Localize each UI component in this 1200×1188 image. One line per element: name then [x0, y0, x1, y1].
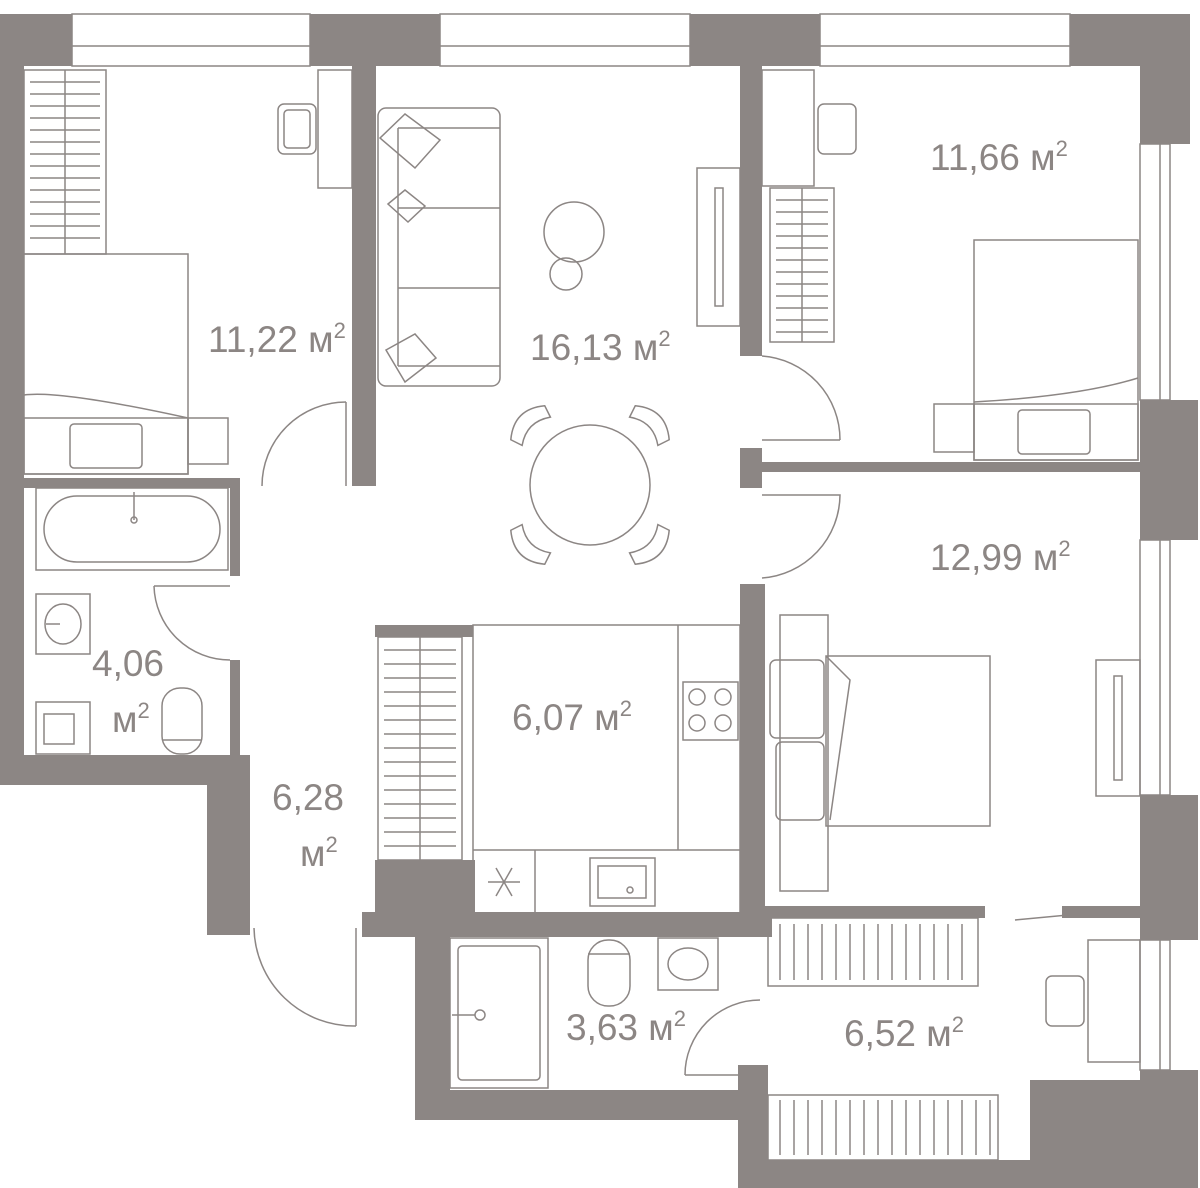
- area-label-kitchen: 6,07 м2: [512, 696, 632, 738]
- area-label-bathroom-small: 3,63 м2: [566, 1006, 686, 1048]
- area-label-living: 16,13 м2: [530, 326, 671, 368]
- room-labels: 11,22 м2 16,13 м2 11,66 м2 12,99 м2 4,06…: [92, 136, 1071, 1054]
- dining-chair: [628, 405, 670, 447]
- dining-chair: [628, 523, 670, 565]
- windows: [71, 13, 1171, 1071]
- area-label-hallway: 6,28: [272, 777, 344, 818]
- dining-chair: [510, 405, 552, 447]
- living-room-furniture: [377, 107, 741, 565]
- snowflake-icon: [488, 867, 520, 897]
- study-furniture: [767, 917, 1141, 1161]
- area-label-bedroom-right-top: 11,66 м2: [930, 136, 1068, 178]
- area-label-bathroom-left-unit: м2: [112, 698, 150, 740]
- dining-chair: [510, 523, 552, 565]
- area-label-bedroom-right-mid: 12,99 м2: [930, 536, 1071, 578]
- area-label-hallway-unit: м2: [300, 832, 338, 874]
- left-bedroom-furniture: [23, 69, 353, 475]
- area-label-bathroom-left: 4,06: [92, 643, 164, 684]
- right-bedrooms-furniture: [761, 69, 1141, 892]
- hallway-wardrobe: [377, 636, 463, 861]
- left-bathroom-fixtures: [35, 487, 229, 755]
- small-bathroom-fixtures: [449, 937, 719, 1089]
- doors: [153, 355, 1101, 1076]
- kitchen-fixtures: [472, 624, 741, 916]
- area-label-bedroom-left: 11,22 м2: [208, 318, 346, 360]
- area-label-study: 6,52 м2: [844, 1012, 964, 1054]
- walls: [0, 14, 1198, 1188]
